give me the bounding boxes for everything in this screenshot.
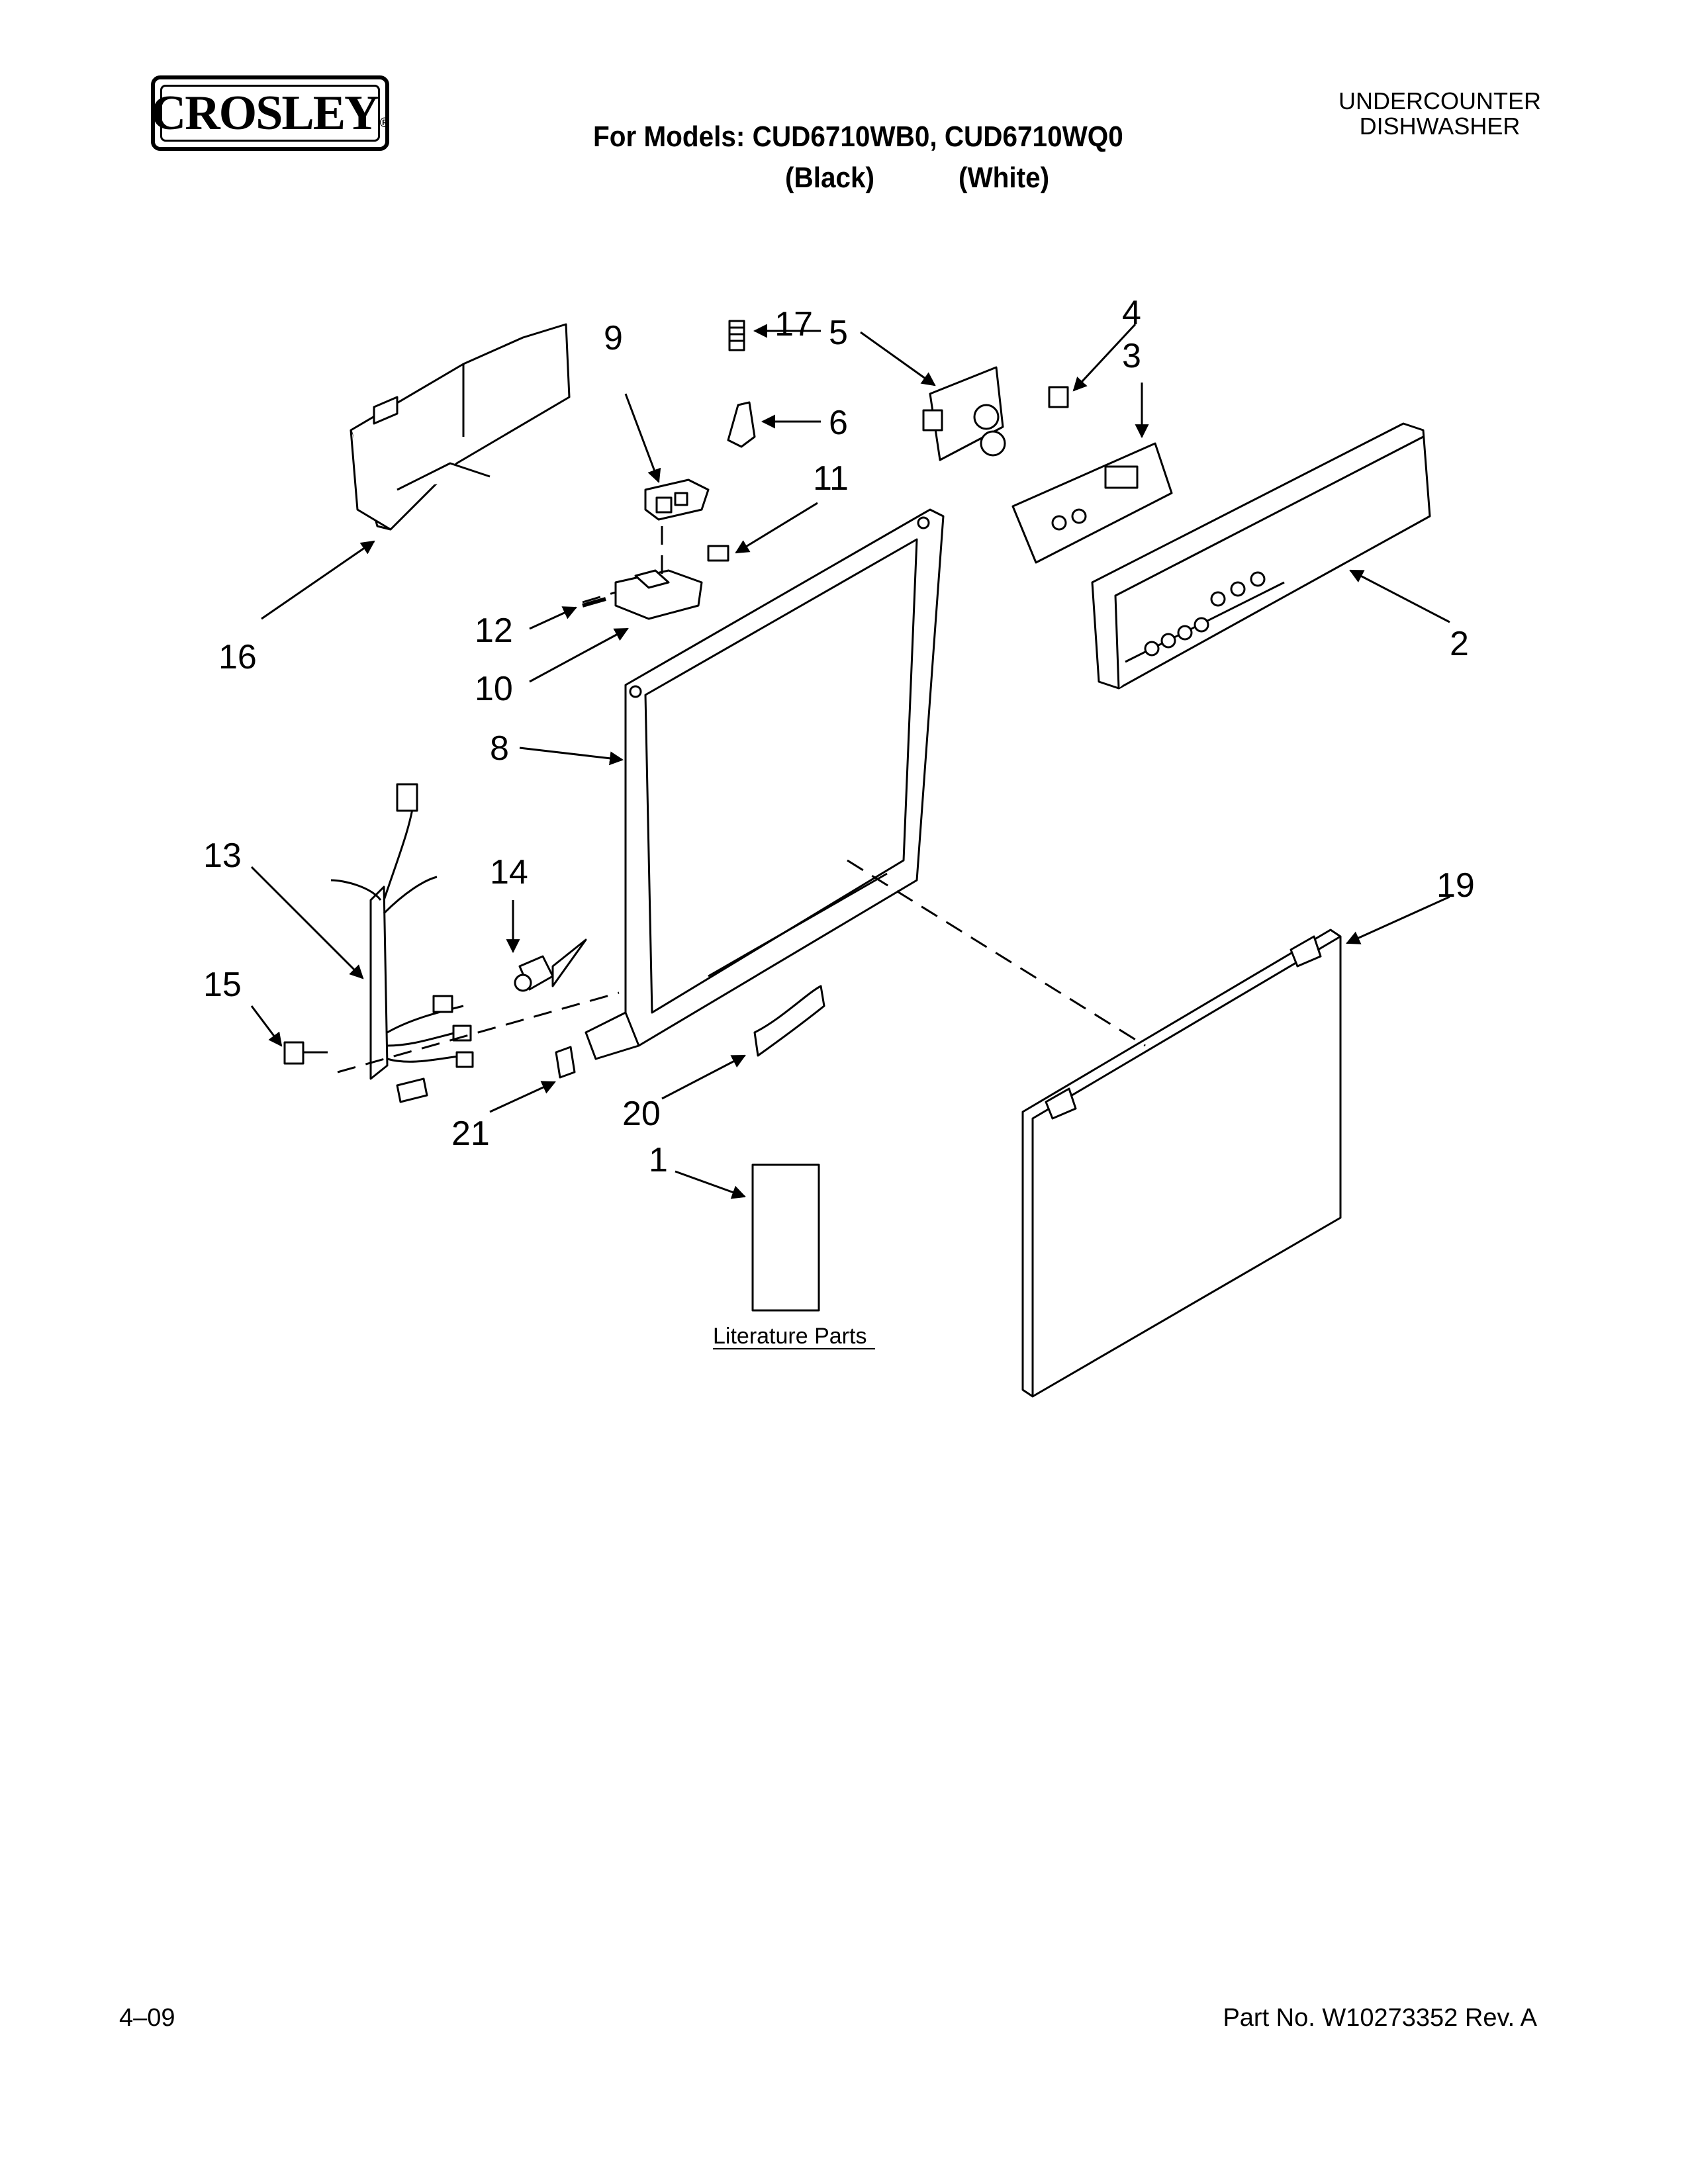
callout-21: 21 bbox=[451, 1115, 490, 1153]
revision-date: 4–09 bbox=[119, 2004, 175, 2032]
callout-9: 9 bbox=[604, 319, 623, 357]
part-1-literature bbox=[751, 1163, 820, 1312]
callout-1: 1 bbox=[649, 1141, 668, 1179]
callout-5: 5 bbox=[829, 314, 848, 352]
callout-10: 10 bbox=[475, 670, 513, 708]
callout-16: 16 bbox=[218, 638, 257, 676]
callout-13: 13 bbox=[203, 837, 242, 875]
part-15-screw bbox=[283, 1041, 328, 1065]
part-19-outer-door bbox=[1021, 929, 1342, 1398]
callout-17: 17 bbox=[774, 305, 813, 343]
part-3-control-board bbox=[1011, 442, 1173, 564]
part-21-clip bbox=[555, 1046, 576, 1079]
callout-11: 11 bbox=[813, 459, 849, 498]
part-17-switch bbox=[922, 366, 1006, 461]
brand-name: CROSLEY bbox=[150, 86, 380, 140]
brand-logo: CROSLEY ® bbox=[151, 75, 389, 151]
registered-mark: ® bbox=[379, 115, 390, 130]
callout-8: 8 bbox=[490, 729, 509, 768]
part-6-cam bbox=[727, 401, 756, 448]
part-5-spring bbox=[728, 320, 745, 351]
callout-2: 2 bbox=[1450, 625, 1469, 663]
callout-12: 12 bbox=[475, 612, 513, 650]
part-8-door-frame bbox=[585, 508, 945, 1060]
callout-19: 19 bbox=[1436, 866, 1475, 905]
brand-logo-frame: CROSLEY ® bbox=[151, 85, 389, 142]
literature-parts-label: Literature Parts bbox=[713, 1324, 867, 1349]
part-13-wire-harness bbox=[330, 783, 474, 1103]
part-10-housing bbox=[614, 569, 703, 620]
color-black-label: (Black) bbox=[785, 161, 874, 194]
callout-3: 3 bbox=[1122, 337, 1141, 375]
part-4-clip bbox=[1048, 386, 1069, 408]
callout-20: 20 bbox=[622, 1095, 661, 1133]
callout-6: 6 bbox=[829, 404, 848, 442]
doc-type-line1: UNDERCOUNTER bbox=[1338, 87, 1541, 114]
callout-15: 15 bbox=[203, 966, 242, 1004]
doc-type-line2: DISHWASHER bbox=[1359, 113, 1521, 140]
callout-14: 14 bbox=[490, 853, 528, 891]
part-2-console bbox=[1091, 422, 1431, 690]
part-11-clip bbox=[707, 545, 729, 562]
document-type: UNDERCOUNTER DISHWASHER bbox=[1338, 89, 1541, 139]
part-9-latch bbox=[644, 478, 710, 521]
models-line: For Models: CUD6710WB0, CUD6710WQ0 bbox=[593, 120, 1123, 153]
part-14-sensor bbox=[514, 938, 587, 992]
part-12-pin bbox=[582, 597, 606, 608]
part-16-cover bbox=[350, 323, 571, 531]
callout-4: 4 bbox=[1122, 294, 1141, 332]
color-white-label: (White) bbox=[959, 161, 1050, 194]
part-20-strap bbox=[753, 985, 825, 1057]
part-number: Part No. W10273352 Rev. A bbox=[1223, 2004, 1537, 2032]
